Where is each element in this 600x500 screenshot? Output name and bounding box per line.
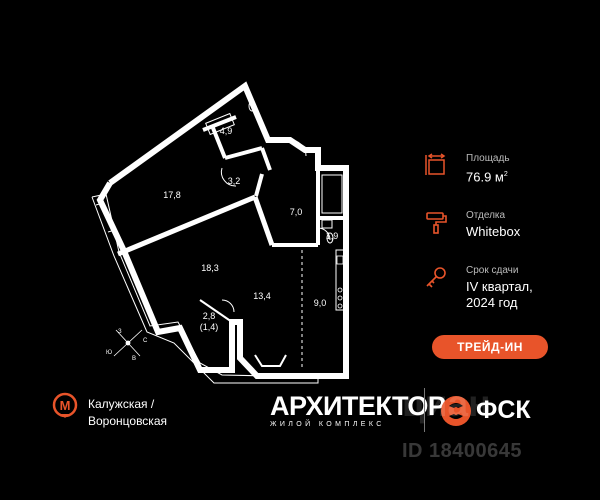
room-area-label: 3,2 — [228, 176, 241, 186]
sink — [321, 219, 333, 229]
kitchen-sink — [336, 255, 344, 265]
window — [95, 202, 104, 206]
room-area-label: 4,9 — [220, 126, 233, 136]
bathtub — [205, 112, 235, 136]
room-area-label: 2,8 — [203, 311, 216, 321]
wall-partition — [199, 299, 233, 323]
finish-label: Отделка — [466, 210, 506, 221]
wall-partition — [202, 115, 237, 132]
architect-logo: АРХИТЕКТОР ЖИЛОЙ КОМПЛЕКС — [270, 391, 446, 428]
toilet — [326, 232, 334, 244]
wall-partition — [260, 147, 272, 171]
listing-id: ID 18400645 — [402, 440, 523, 462]
stove-burner — [337, 287, 343, 293]
stove-burner — [337, 303, 343, 309]
room-area-label: 13,4 — [253, 291, 271, 301]
door-swing — [317, 227, 331, 241]
toilet — [248, 100, 256, 112]
metro-station: М Калужская / Воронцовская — [50, 392, 167, 428]
wall-partition — [252, 196, 275, 246]
door-swing — [220, 167, 237, 187]
compass-label: С — [143, 338, 148, 344]
svg-text:М: М — [60, 398, 71, 413]
area-value: 76.9 м2 — [466, 169, 508, 185]
door-swing — [289, 139, 307, 157]
room-area-label: 18,3 — [201, 263, 219, 273]
key-icon — [426, 267, 446, 288]
architect-logo-title: АРХИТЕКТОР — [270, 391, 446, 421]
metro-icon: М — [52, 392, 78, 418]
outer-wall — [96, 81, 349, 379]
logo-divider — [424, 388, 425, 432]
compass-label: Ю — [106, 350, 112, 356]
wall-partition — [224, 146, 263, 160]
bay-window — [254, 354, 287, 367]
floor-plan: 17,8 4,9 3,2 7,0 1,9 18,3 13,4 9,0 2,8 (… — [91, 81, 349, 384]
finish-value: Whitebox — [466, 224, 521, 239]
floor-area-icon — [425, 153, 446, 175]
trade-in-button[interactable]: ТРЕЙД-ИН — [432, 335, 548, 359]
compass-label: В — [132, 356, 136, 362]
fsk-logo-icon — [441, 396, 471, 426]
stove-burner — [337, 295, 343, 301]
balcony-outline — [91, 193, 319, 384]
fsk-logo: ФСК — [440, 394, 531, 433]
watermark: циан — [402, 383, 491, 424]
room-area-label: (1,4) — [200, 322, 219, 332]
door-swing — [221, 299, 235, 313]
architect-logo-subtitle: ЖИЛОЙ КОМПЛЕКС — [270, 421, 385, 428]
compass-icon: З С Ю В — [106, 329, 148, 362]
compass-label: З — [118, 329, 122, 335]
wall-partition — [117, 194, 256, 257]
kitchen-counter — [335, 249, 345, 311]
metro-station-name: Калужская / Воронцовская — [88, 397, 167, 428]
room-area-label: 7,0 — [290, 207, 303, 217]
area-label: Площадь — [466, 153, 510, 164]
room-area-label: 9,0 — [314, 298, 327, 308]
fsk-logo-text: ФСК — [476, 396, 531, 424]
wall-partition — [254, 173, 264, 197]
room-area-label: 1,9 — [326, 231, 339, 241]
paint-roller-icon — [426, 212, 447, 234]
window — [107, 229, 116, 233]
wardrobe — [321, 174, 343, 214]
deadline-value: IV квартал, 2024 год — [466, 279, 533, 310]
room-area-label: 17,8 — [163, 190, 181, 200]
deadline-label: Срок сдачи — [466, 265, 519, 276]
